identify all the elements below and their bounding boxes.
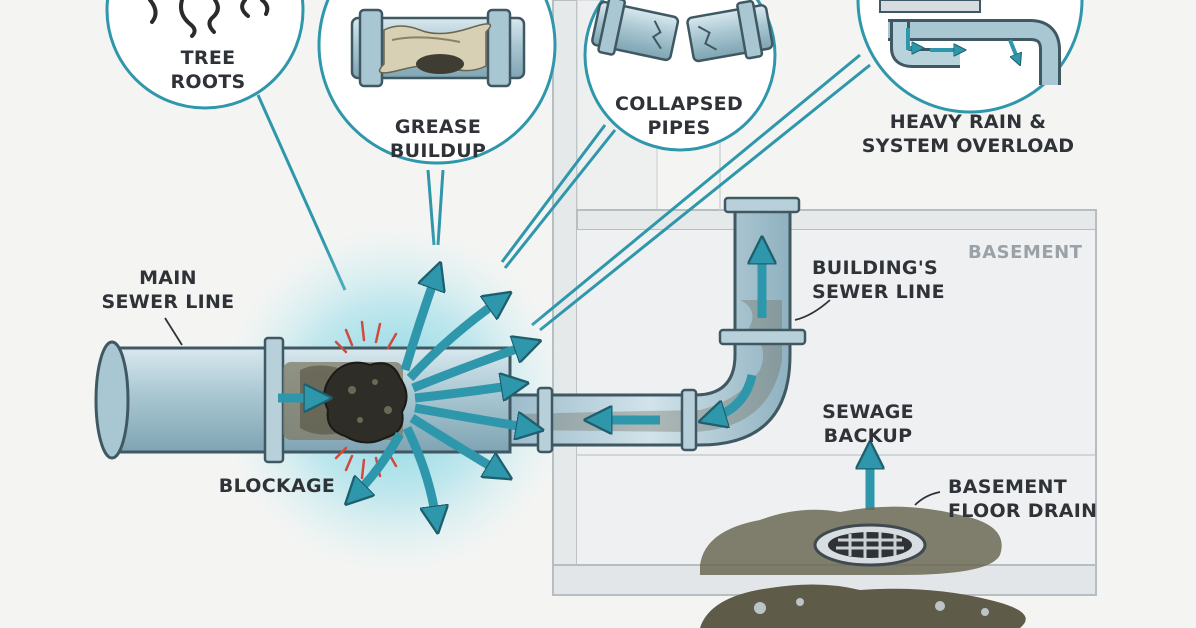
- label-buildings-sewer-line: BUILDING'S SEWER LINE: [812, 257, 945, 303]
- label-heavy-rain: HEAVY RAIN & SYSTEM OVERLOAD: [861, 111, 1075, 157]
- collapsed-pipe-illustration: [591, 0, 774, 63]
- label-tree-roots: TREE ROOTS: [170, 47, 246, 93]
- label-blockage: BLOCKAGE: [218, 475, 336, 497]
- label-collapsed-pipes: COLLAPSED PIPES: [614, 93, 744, 139]
- tree-roots-illustration: [148, 0, 270, 38]
- label-grease-buildup: GREASE BUILDUP: [389, 116, 487, 162]
- label-sewage-backup: SEWAGE BACKUP: [822, 401, 914, 447]
- flow-arrows: [278, 250, 870, 520]
- blockage-stress-marks: [334, 320, 398, 480]
- grease-pipe-illustration: [350, 8, 526, 88]
- heavy-rain-illustration: [879, 0, 1061, 85]
- label-main-sewer-line: MAIN SEWER LINE: [101, 267, 235, 313]
- callout-lines: [256, 53, 871, 332]
- blockage-mass: [323, 361, 408, 444]
- label-basement: BASEMENT: [968, 242, 1083, 263]
- floor-drain-area: [700, 506, 1026, 628]
- label-basement-floor-drain: BASEMENT FLOOR DRAIN: [948, 476, 1098, 522]
- label-leader-lines: [164, 299, 941, 506]
